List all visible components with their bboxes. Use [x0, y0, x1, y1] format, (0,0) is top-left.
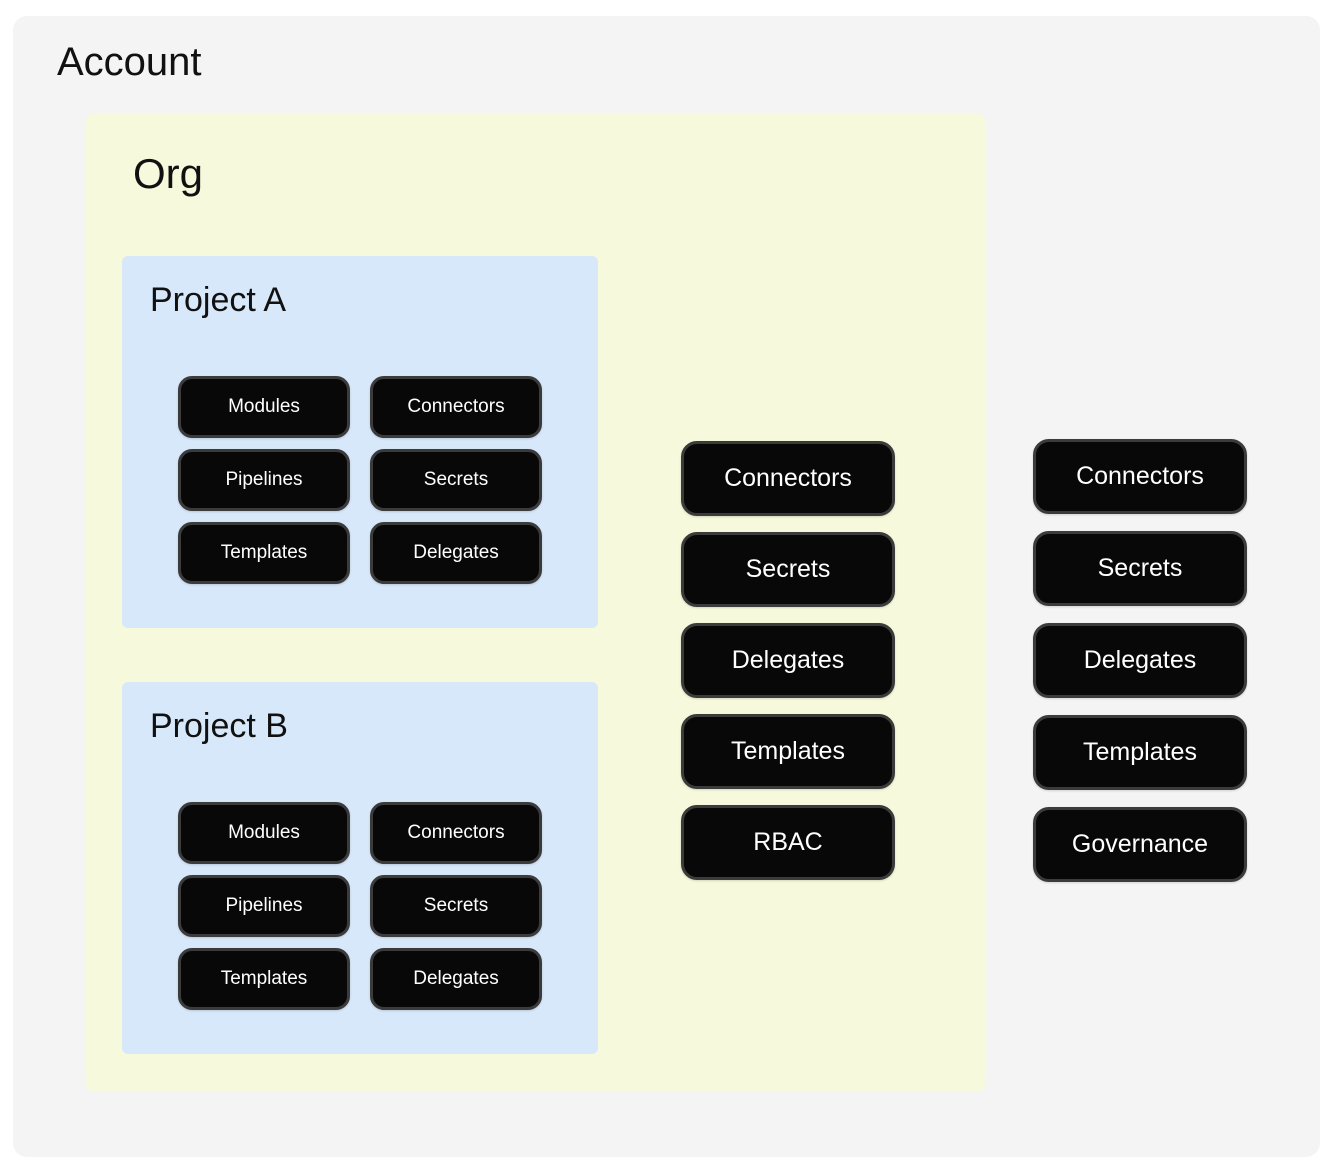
- project-a-resource-grid: Modules Connectors Pipelines Secrets Tem…: [178, 376, 542, 584]
- project-b-pill-secrets: Secrets: [370, 875, 542, 937]
- org-resource-column: Connectors Secrets Delegates Templates R…: [681, 441, 895, 880]
- project-a-pill-modules: Modules: [178, 376, 350, 438]
- project-b-pill-modules: Modules: [178, 802, 350, 864]
- org-pill-templates: Templates: [681, 714, 895, 789]
- org-title: Org: [133, 150, 204, 197]
- project-a-pill-pipelines: Pipelines: [178, 449, 350, 511]
- account-pill-delegates: Delegates: [1033, 623, 1247, 698]
- account-pill-connectors: Connectors: [1033, 439, 1247, 514]
- org-pill-delegates: Delegates: [681, 623, 895, 698]
- project-a-pill-secrets: Secrets: [370, 449, 542, 511]
- project-a-pill-connectors: Connectors: [370, 376, 542, 438]
- account-pill-templates: Templates: [1033, 715, 1247, 790]
- org-pill-secrets: Secrets: [681, 532, 895, 607]
- org-scope-box: Org Project A Modules Connectors Pipelin…: [86, 113, 985, 1092]
- account-pill-governance: Governance: [1033, 807, 1247, 882]
- project-b-pill-connectors: Connectors: [370, 802, 542, 864]
- project-a-scope-box: Project A Modules Connectors Pipelines S…: [122, 256, 598, 628]
- account-resource-column: Connectors Secrets Delegates Templates G…: [1033, 439, 1247, 882]
- org-pill-rbac: RBAC: [681, 805, 895, 880]
- project-b-pill-delegates: Delegates: [370, 948, 542, 1010]
- project-b-title: Project B: [150, 707, 288, 745]
- account-pill-secrets: Secrets: [1033, 531, 1247, 606]
- project-b-resource-grid: Modules Connectors Pipelines Secrets Tem…: [178, 802, 542, 1010]
- project-a-title: Project A: [150, 281, 287, 319]
- project-b-scope-box: Project B Modules Connectors Pipelines S…: [122, 682, 598, 1054]
- project-a-pill-templates: Templates: [178, 522, 350, 584]
- account-scope-box: Account Org Project A Modules Connectors…: [13, 16, 1320, 1157]
- org-pill-connectors: Connectors: [681, 441, 895, 516]
- project-b-pill-templates: Templates: [178, 948, 350, 1010]
- project-b-pill-pipelines: Pipelines: [178, 875, 350, 937]
- account-title: Account: [57, 40, 202, 84]
- project-a-pill-delegates: Delegates: [370, 522, 542, 584]
